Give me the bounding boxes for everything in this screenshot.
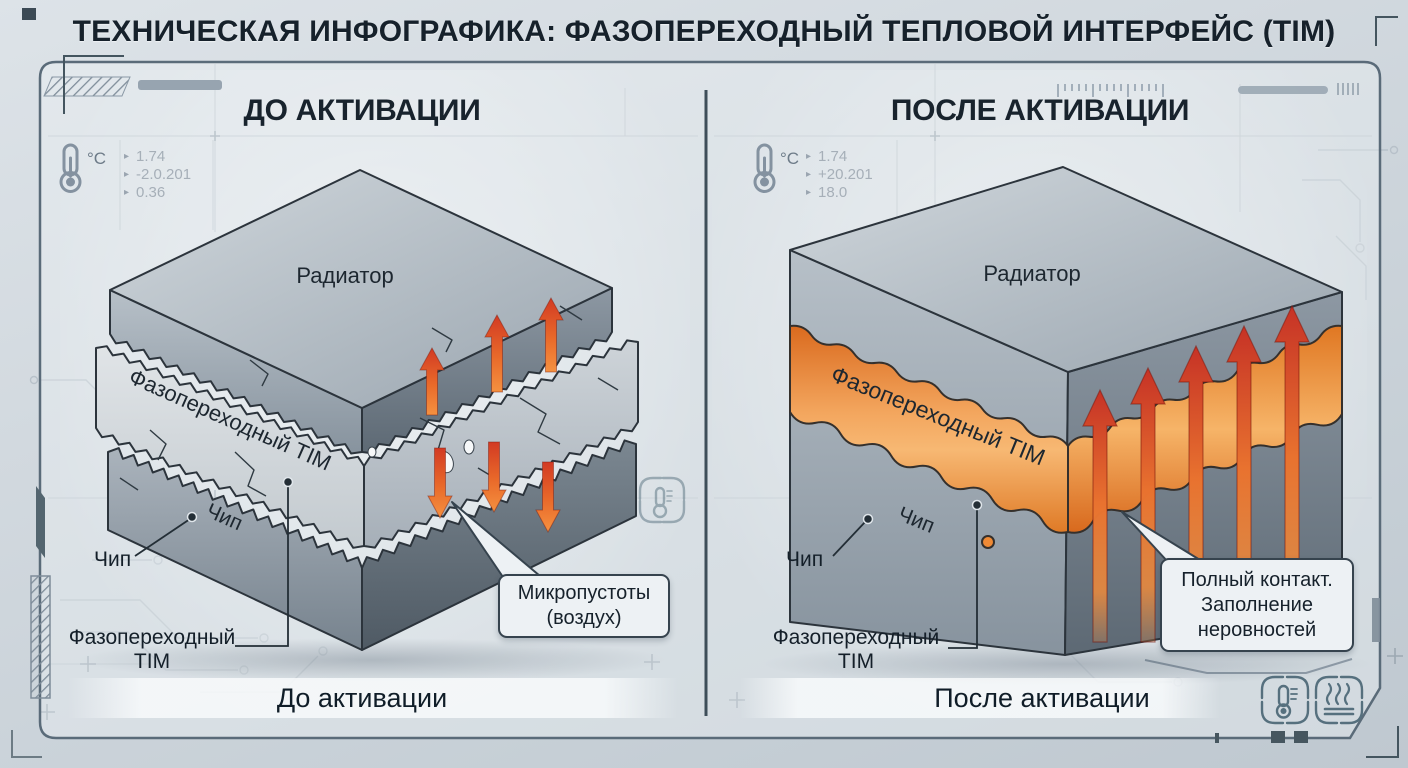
caption-strip-after [740,678,1220,718]
chip-label-before: Чип [94,548,132,571]
arrow-down-icon [535,461,561,534]
arrow-down-icon [427,447,453,520]
tim-label-line2: TIM [133,650,171,674]
thermo-value: +20.201 [818,165,873,183]
bullet-icon: ▸ [124,186,130,198]
radiator-face-label-after: Радиатор [983,261,1081,286]
thermometer-icon [652,486,673,519]
thermo-value: 1.74 [818,147,848,165]
thermometer-icon [1275,684,1298,719]
header-after: ПОСЛЕ АКТИВАЦИИ [890,94,1190,127]
unit-label-before: °C [87,149,107,168]
hatch-decoration [22,8,1359,699]
bullet-icon: ▸ [124,168,130,180]
tim-label-after: Фазопереходный TIM [773,626,940,674]
thermo-row: ▸ +20.201 [806,165,873,183]
cracks [119,305,619,497]
thermo-value: -2.0.201 [136,165,192,183]
tim-label-line1: Фазопереходный [772,626,940,649]
full-contact-callout: Полный контакт. Заполнение неровностей [1160,558,1354,652]
tim-label-line1: Фазопереходный [68,626,236,649]
caption-after: После активации [934,683,1150,713]
thermometer-icon [59,143,776,193]
arrow-up-icon [419,346,445,416]
arrow-down-icon [481,441,507,514]
callout-line1: Микропустоты [517,582,651,604]
arrow-up-icon [1082,388,1118,643]
thermo-row: ▸ 1.74 [124,147,191,165]
shadow [77,638,1371,686]
tim-label-before: Фазопереходный TIM [69,626,236,674]
thermo-value: 0.36 [136,183,166,201]
callout-line2: Заполнение [1201,593,1313,616]
tim-layer-before [95,339,639,549]
arrow-up-icon [484,313,510,393]
thermo-value: 1.74 [136,147,166,165]
bullet-icon: ▸ [806,168,812,180]
bullet-icon: ▸ [124,150,130,162]
callout-line3: неровностей [1197,618,1317,641]
arrow-up-icon [1130,366,1166,643]
unit-label-after: °C [780,149,800,168]
thermo-values-after: ▸ 1.74 ▸ +20.201 ▸ 18.0 [806,147,873,201]
callout-line2: (воздух) [546,607,622,629]
tim-band-after [789,324,1343,549]
bullet-icon: ▸ [806,186,812,198]
bullet-icon: ▸ [806,150,812,162]
page-title: ТЕХНИЧЕСКАЯ ИНФОГРАФИКА: ФАЗОПЕРЕХОДНЫЙ … [72,15,1336,48]
chip-label-after: Чип [786,548,824,571]
leader-lines [134,476,983,649]
thermo-row: ▸ 18.0 [806,183,873,201]
header-before: ДО АКТИВАЦИИ [243,94,481,127]
thermo-row: ▸ 1.74 [806,147,873,165]
thermo-values-before: ▸ 1.74 ▸ -2.0.201 ▸ 0.36 [124,147,191,201]
tim-label-line2: TIM [837,650,875,674]
corner-bracket [11,16,1399,758]
heat-arrows-before [419,296,564,534]
thermo-row: ▸ 0.36 [124,183,191,201]
thermo-value: 18.0 [818,183,848,201]
thermo-row: ▸ -2.0.201 [124,165,191,183]
before-cube [95,169,639,651]
caption-strip-before [68,678,678,718]
icon-frames [638,476,1364,725]
callout-line1: Полный контакт. [1181,568,1333,591]
microvoids-callout: Микропустоты (воздух) [498,574,670,638]
caption-before: До активации [276,683,448,713]
radiator-face-label-before: Радиатор [296,263,394,288]
arrow-up-icon [538,296,564,373]
heat-icon [1323,682,1355,716]
